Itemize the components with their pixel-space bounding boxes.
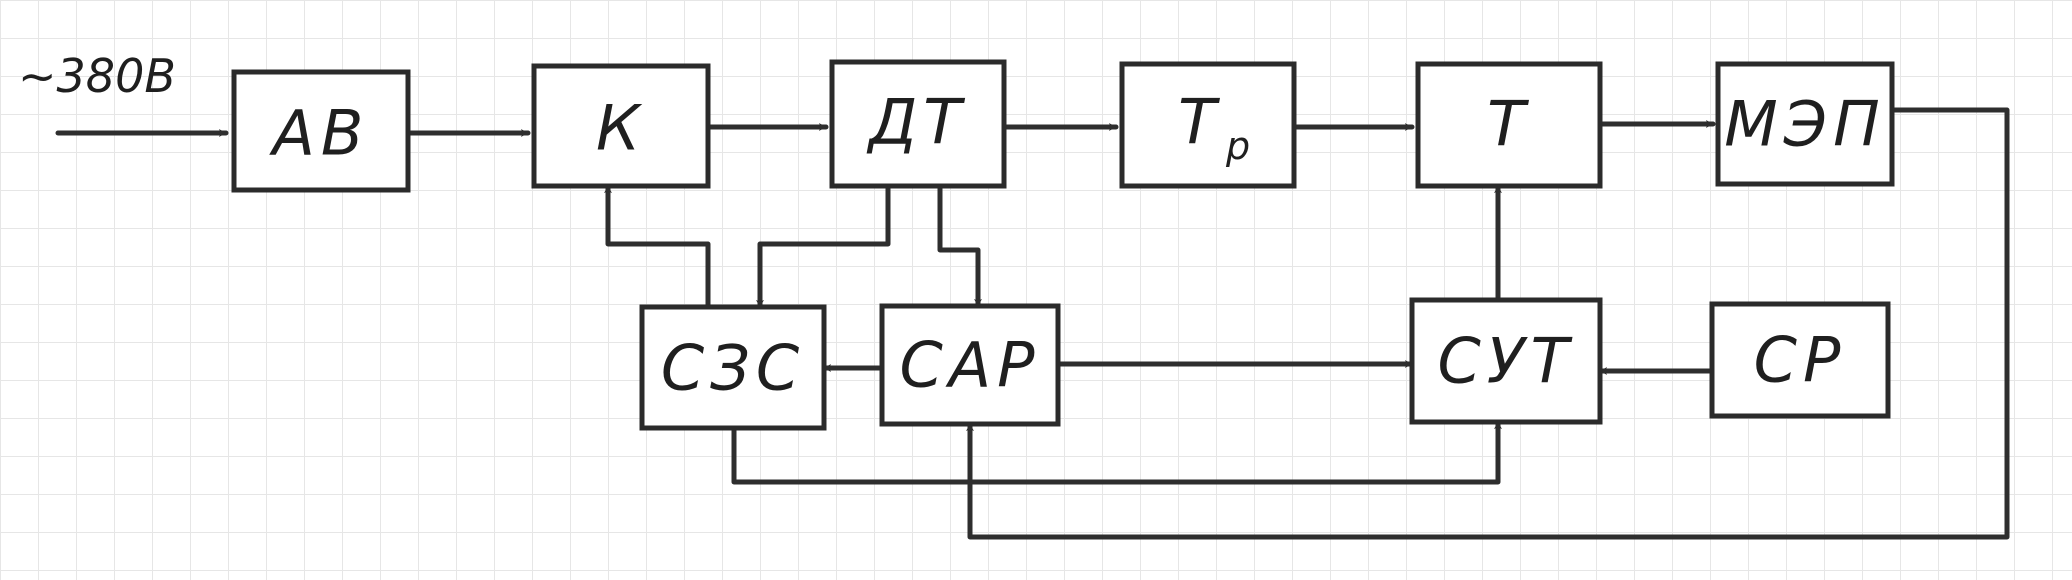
block-sut: СУТ <box>1409 297 1603 425</box>
block-sr: СР <box>1709 301 1891 419</box>
input-voltage-label: ~380В <box>18 49 176 103</box>
block-k-label: К <box>596 92 646 165</box>
block-tr-label: Т <box>1178 86 1222 159</box>
block-szs: СЗС <box>639 304 827 431</box>
block-sr-label: СР <box>1754 324 1847 397</box>
block-tr-subscript: р <box>1225 124 1250 168</box>
block-tr: Т р <box>1119 61 1297 189</box>
block-dt: ДТ <box>829 59 1007 189</box>
block-av: АВ <box>231 69 411 193</box>
wire-dt-to-szs <box>756 183 891 310</box>
block-sar: САР <box>879 303 1061 427</box>
wire-dt-to-sar <box>937 183 982 309</box>
block-av-label: АВ <box>269 97 370 170</box>
wire-szs-to-sut <box>731 419 1502 485</box>
block-sar-label: САР <box>899 329 1040 402</box>
block-szs-label: СЗС <box>661 332 805 405</box>
connection-lines <box>55 107 2010 540</box>
wire-szs-to-k <box>604 183 711 310</box>
block-mep: МЭП <box>1715 61 1895 187</box>
block-k: К <box>531 63 711 189</box>
wire-mep-to-sar-feedback <box>966 107 2010 540</box>
block-sut-label: СУТ <box>1438 325 1575 398</box>
block-dt-label: ДТ <box>866 86 967 159</box>
block-t-label: Т <box>1487 88 1531 161</box>
block-mep-label: МЭП <box>1724 88 1885 161</box>
block-t: Т <box>1415 61 1603 189</box>
